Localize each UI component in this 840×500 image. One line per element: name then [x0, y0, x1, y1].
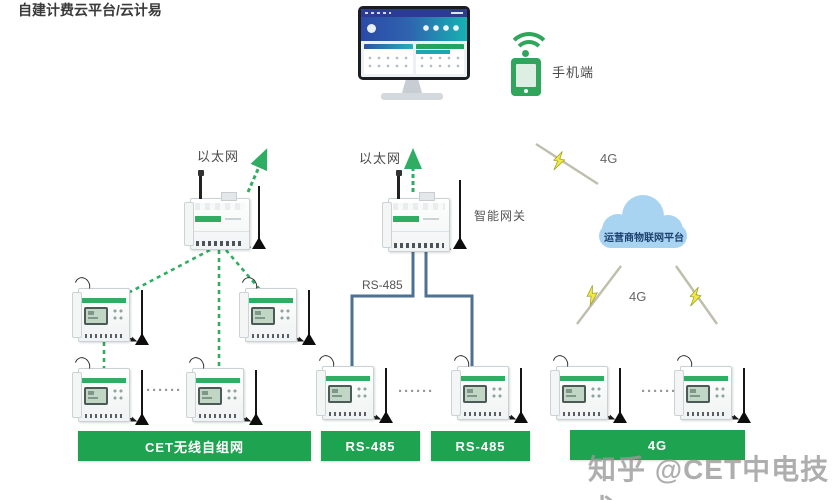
4g-uplink-label: 4G: [600, 151, 618, 166]
meter-device: [673, 352, 732, 420]
lcd-screen: [562, 385, 602, 403]
rs485-bus-label: RS-485: [362, 278, 403, 292]
dashboard-navbar: [361, 9, 467, 17]
dashboard-hero: [361, 17, 467, 41]
banner-4g: 4G: [570, 430, 745, 460]
lcd-screen: [198, 387, 238, 405]
lcd-screen: [463, 385, 503, 403]
lcd-screen: [84, 307, 124, 325]
kpi-icons: [422, 24, 462, 32]
antenna-wire: [71, 274, 94, 297]
wifi-icon: [513, 40, 545, 72]
avatar: [367, 24, 376, 33]
meter-device: [71, 354, 130, 422]
smart-gateway-device: [382, 170, 450, 252]
antenna-icon: [378, 368, 394, 424]
cloud-platform-monitor: [358, 6, 470, 100]
rs485-bus-lines: [350, 250, 474, 370]
dashboard-screen: [358, 6, 470, 80]
wifi-icon: [506, 32, 552, 78]
ellipsis: ······: [146, 382, 182, 399]
banner-rs485-right: RS-485: [431, 431, 530, 461]
ethernet-label-middle: 以太网: [359, 151, 402, 166]
banner-cet-mesh: CET无线自组网: [78, 431, 311, 461]
antenna-icon: [134, 290, 150, 346]
mobile-label: 手机端: [552, 65, 595, 80]
lcd-screen: [686, 385, 726, 403]
lcd-screen: [251, 307, 291, 325]
lcd-screen: [328, 385, 368, 403]
brand-chip: [393, 216, 439, 222]
ethernet-label-left: 以太网: [197, 149, 240, 164]
watermark: 知乎 @CET中电技术: [588, 454, 830, 500]
antenna-jack: [395, 170, 402, 199]
dashboard-card: [415, 44, 464, 74]
ellipsis: ······: [641, 383, 677, 400]
monitor-stand-base: [381, 93, 443, 100]
antenna-icon: [248, 370, 264, 426]
antenna-icon: [251, 186, 267, 250]
phone-icon: [511, 58, 541, 96]
wifi-icon: [522, 50, 529, 57]
gateway-device: [184, 170, 250, 250]
meter-device: [315, 352, 374, 420]
dashboard-card: [364, 44, 413, 74]
lcd-screen: [84, 387, 124, 405]
ellipsis: ······: [398, 383, 434, 400]
brand-chip: [195, 216, 241, 222]
antenna-icon: [301, 290, 317, 346]
platform-label: 自建计费云平台/云计易: [18, 2, 162, 18]
dashboard-body: [361, 41, 467, 77]
4g-downlink-label: 4G: [629, 289, 647, 304]
gateway-label: 智能网关: [474, 209, 527, 223]
antenna-icon: [612, 368, 628, 424]
cloud-platform-label: 运营商物联网平台: [604, 233, 684, 244]
antenna-icon: [134, 370, 150, 426]
sim-slot: [419, 192, 435, 201]
antenna-icon: [452, 180, 468, 250]
meter-device: [71, 274, 130, 342]
monitor-stand-neck: [402, 80, 422, 93]
meter-device: [450, 352, 509, 420]
banner-rs485-left: RS-485: [321, 431, 420, 461]
meter-device: [549, 352, 608, 420]
antenna-icon: [736, 368, 752, 424]
antenna-icon: [513, 368, 529, 424]
meter-device: [185, 354, 244, 422]
antenna-jack: [197, 170, 204, 199]
sim-slot: [221, 192, 237, 201]
meter-device: [238, 274, 297, 342]
